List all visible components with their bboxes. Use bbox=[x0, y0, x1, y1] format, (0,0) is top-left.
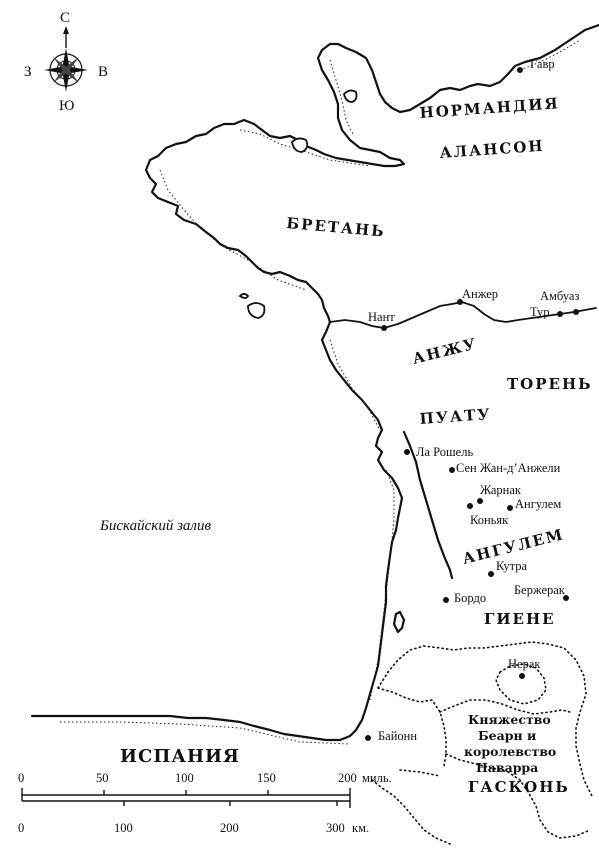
city-dot-cognac bbox=[467, 503, 473, 509]
region-normandy: НОРМАНДИЯ bbox=[419, 94, 560, 122]
city-tours: Тур bbox=[530, 305, 550, 319]
scale-bar: 0 50 100 150 200 миль. 0 100 200 300 км. bbox=[18, 771, 392, 835]
western-coastline bbox=[30, 320, 454, 745]
scale-km-300: 300 bbox=[326, 821, 345, 835]
scale-miles-unit: миль. bbox=[362, 771, 392, 785]
region-bearn-line3: королевство bbox=[464, 744, 556, 759]
compass-south: Ю bbox=[59, 98, 74, 114]
city-amboise: Амбуаз bbox=[540, 289, 579, 303]
city-coutras: Кутра bbox=[496, 559, 528, 573]
scale-km-ticks bbox=[123, 801, 338, 806]
city-bayonne: Байонн bbox=[378, 729, 417, 743]
city-havre: Гавр bbox=[530, 57, 555, 71]
city-dot-bordeaux bbox=[443, 597, 449, 603]
region-alencon: АЛАНСОН bbox=[439, 137, 545, 162]
city-angers: Анжер bbox=[462, 287, 498, 301]
city-la-rochelle: Ла Рошель bbox=[416, 445, 473, 459]
compass-east: В bbox=[98, 64, 108, 80]
cities: Гавр Нант Анжер Амбуаз Тур Ла Рошель Сен… bbox=[365, 57, 579, 743]
region-bearn-line2: Беарн и bbox=[478, 728, 536, 743]
scale-miles-50: 50 bbox=[96, 771, 109, 785]
city-st-jean: Сен Жан-д’Анжели bbox=[456, 461, 561, 475]
city-dot-bergerac bbox=[563, 595, 569, 601]
region-poitou: ПУАТУ bbox=[419, 405, 492, 428]
loire-river bbox=[329, 301, 597, 329]
city-dot-la-rochelle bbox=[404, 449, 410, 455]
city-jarnac: Жарнак bbox=[480, 483, 522, 497]
border-lines bbox=[371, 641, 593, 845]
region-gascony: ГАСКОНЬ bbox=[468, 778, 570, 796]
city-dot-angouleme bbox=[507, 505, 513, 511]
city-dot-tours bbox=[557, 311, 563, 317]
compass-west: З bbox=[24, 64, 32, 80]
region-spain: ИСПАНИЯ bbox=[120, 746, 240, 767]
scale-miles-200: 200 bbox=[338, 771, 357, 785]
scale-miles-0: 0 bbox=[18, 771, 24, 785]
city-dot-angers bbox=[457, 299, 463, 305]
northern-coastline bbox=[144, 23, 599, 324]
region-anjou: АНЖУ bbox=[411, 334, 480, 367]
sea-label: Бискайский залив bbox=[99, 518, 211, 534]
city-dot-nerac bbox=[519, 673, 525, 679]
city-dot-coutras bbox=[488, 571, 494, 577]
city-dot-st-jean bbox=[449, 467, 455, 473]
compass-rose: С Ю З В bbox=[24, 10, 108, 114]
compass-north-arrow-icon bbox=[63, 26, 69, 34]
city-nantes: Нант bbox=[368, 310, 395, 324]
compass-north: С bbox=[60, 10, 70, 26]
scale-miles-ticks bbox=[21, 788, 351, 808]
region-guyenne: ГИЕНЕ bbox=[484, 610, 556, 628]
region-brittany: БРЕТАНЬ bbox=[286, 214, 387, 241]
scale-km-unit: км. bbox=[352, 821, 369, 835]
city-angouleme: Ангулем bbox=[515, 497, 561, 511]
region-bearn-line4: Наварра bbox=[476, 760, 538, 775]
scale-km-100: 100 bbox=[114, 821, 133, 835]
city-dot-havre bbox=[517, 67, 523, 73]
city-dot-nantes bbox=[381, 325, 387, 331]
city-bergerac: Бержерак bbox=[514, 583, 566, 597]
channel-islands bbox=[238, 89, 358, 319]
city-bordeaux: Бордо bbox=[454, 591, 486, 605]
scale-km-0: 0 bbox=[18, 821, 24, 835]
scale-km-200: 200 bbox=[220, 821, 239, 835]
city-nerac: Нерак bbox=[508, 657, 541, 671]
city-dot-bayonne bbox=[365, 735, 371, 741]
city-dot-amboise bbox=[573, 309, 579, 315]
scale-miles-100: 100 bbox=[175, 771, 194, 785]
city-cognac: Коньяк bbox=[470, 513, 509, 527]
region-touraine: ТОРЕНЬ bbox=[507, 375, 593, 393]
scale-miles-150: 150 bbox=[257, 771, 276, 785]
region-bearn-line1: Княжество bbox=[468, 712, 551, 727]
city-dot-jarnac bbox=[477, 498, 483, 504]
